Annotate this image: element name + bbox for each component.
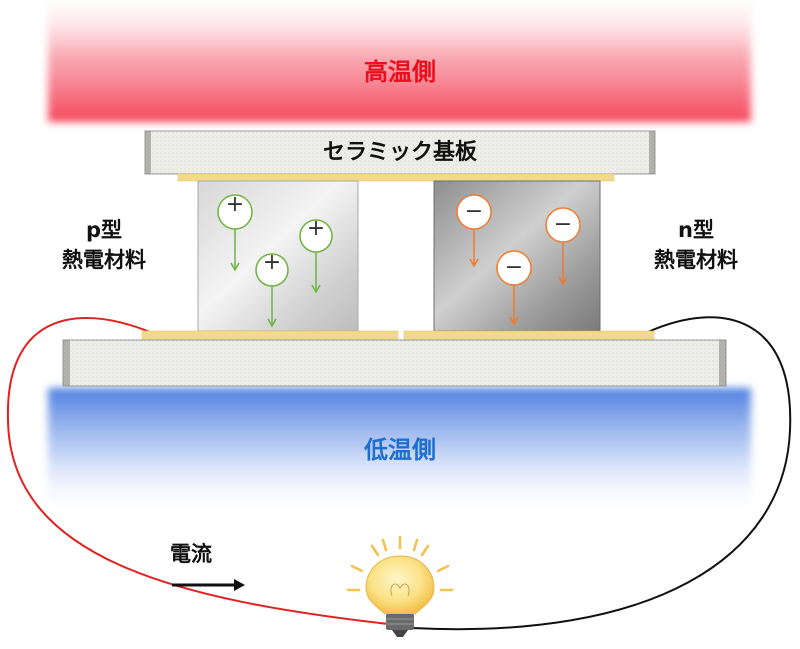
substrate-label: セラミック基板: [322, 140, 477, 165]
electron-sign: −: [554, 212, 572, 237]
n-type-label-line1: n型: [678, 218, 714, 242]
electron-sign: −: [505, 255, 523, 280]
p-type-label: p型 熱電材料: [34, 215, 174, 275]
electron-carrier: [545, 207, 581, 286]
hole-sign: +: [226, 192, 244, 217]
p-type-label-line1: p型: [85, 218, 123, 242]
hole-carrier: [217, 194, 253, 272]
current-label: 電流: [170, 542, 212, 566]
hot-side-label: 高温側: [364, 58, 436, 86]
p-type-label-line2: 熱電材料: [62, 248, 146, 272]
cold-region: [48, 388, 751, 506]
electron-carrier: [496, 250, 532, 326]
hole-carrier: [299, 219, 333, 294]
electron-sign: −: [465, 199, 483, 224]
bottom-electrode-right: [403, 330, 655, 340]
arrow-right-icon: [172, 579, 245, 591]
wire-left: [6, 317, 389, 625]
hole-sign: +: [307, 216, 325, 241]
hot-region: [48, 0, 751, 122]
hole-carrier: [255, 253, 289, 328]
top-electrode: [177, 173, 615, 182]
n-type-label: n型 熱電材料: [626, 215, 766, 275]
n-type-label-line2: 熱電材料: [654, 248, 738, 272]
p-carriers: [217, 194, 333, 328]
wire-right: [411, 316, 792, 631]
bottom-substrate: [62, 339, 727, 387]
bottom-electrode-left: [141, 330, 399, 340]
electron-carrier: [456, 194, 492, 268]
lightbulb-icon: [346, 535, 454, 637]
n-carriers: [456, 194, 581, 326]
cold-side-label: 低温側: [364, 436, 436, 464]
hole-sign: +: [263, 250, 281, 275]
